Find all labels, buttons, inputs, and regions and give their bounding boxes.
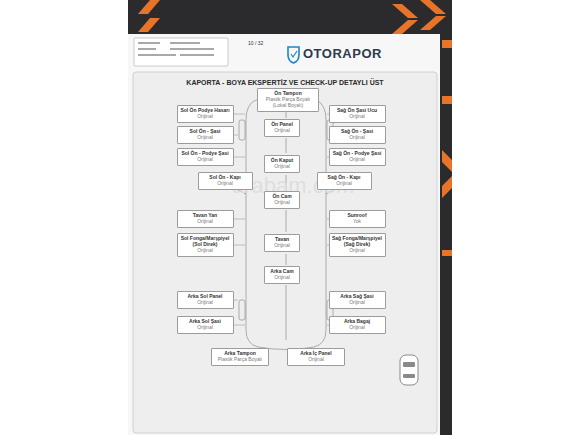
part-box: Arka Sol ŞasiOrijinal [177, 316, 234, 334]
part-status: Orijinal [180, 325, 231, 331]
part-status: Orijinal [332, 325, 383, 331]
part-box: Sağ Ön Şasi UcuOrijinal [329, 105, 386, 123]
car-outline [238, 95, 334, 350]
part-status: Orijinal [180, 135, 231, 141]
report-title: KAPORTA - BOYA EKSPERTİZ VE CHECK-UP DET… [186, 79, 383, 86]
part-status: Orijinal [180, 248, 231, 254]
photo-ground [128, 0, 452, 435]
logo-icon [288, 47, 299, 63]
part-box: Sol Ön - KapıOrijinal [198, 172, 253, 190]
part-box: TavanOrijinal [264, 234, 300, 252]
part-box: Arka CamOrijinal [264, 266, 300, 284]
part-box: Ön TamponPlastik Parça Boyalı (Lokal Boy… [257, 88, 319, 111]
header-label-box [134, 38, 228, 66]
part-box: Ön PanelOrijinal [264, 119, 300, 137]
part-box: Sol Fonga/Marşpiyel (Sol Direk)Orijinal [177, 233, 234, 256]
part-box: Sağ Fonga/Marşpiyel (Sağ Direk)Orijinal [329, 233, 386, 256]
part-status: Orijinal [267, 275, 297, 281]
part-name: Sol Fonga/Marşpiyel (Sol Direk) [180, 236, 231, 248]
part-status: Orijinal [267, 128, 297, 134]
page-number: 10 / 32 [248, 41, 263, 47]
part-box: Sağ Ön - Podye ŞasiOrijinal [329, 148, 386, 166]
part-status: Orijinal [201, 181, 250, 187]
part-box: Arka İç PanelOrijinal [287, 348, 345, 366]
report-card [133, 72, 437, 433]
part-status: Orijinal [180, 219, 231, 225]
part-status: Orijinal [180, 300, 231, 306]
part-status: Orijinal [267, 164, 297, 170]
part-status: Orijinal [290, 357, 342, 363]
part-box: Sol Ön - ŞasiOrijinal [177, 126, 234, 144]
part-box: Sol Ön - Podye ŞasiOrijinal [177, 148, 234, 166]
part-status: Orijinal [180, 114, 231, 120]
part-box: Ön KaputOrijinal [264, 155, 300, 173]
part-status: Orijinal [332, 135, 383, 141]
part-status: Orijinal [320, 181, 369, 187]
part-box: Arka TamponPlastik Parça Boyalı [211, 348, 269, 366]
part-status: Orijinal [332, 248, 383, 254]
part-box: Tavan YanOrijinal [177, 210, 234, 228]
part-box: Arka Sağ ŞasiOrijinal [329, 291, 386, 309]
part-status: Orijinal [267, 200, 297, 206]
car-icon [400, 355, 418, 385]
part-box: SunroofYok [329, 210, 386, 228]
part-status: Plastik Parça Boyalı (Lokal Boyalı) [260, 97, 316, 109]
part-box: Sağ Ön - ŞasiOrijinal [329, 126, 386, 144]
part-box: Sağ Ön - KapıOrijinal [317, 172, 372, 190]
part-box: Arka Sol PanelOrijinal [177, 291, 234, 309]
header-label-lines [138, 42, 214, 56]
part-name: Sağ Fonga/Marşpiyel (Sağ Direk) [332, 236, 383, 248]
part-box: Arka BagajOrijinal [329, 316, 386, 334]
part-status: Orijinal [332, 114, 383, 120]
part-status: Plastik Parça Boyalı [214, 357, 266, 363]
part-status: Orijinal [267, 243, 297, 249]
paper-sheet [128, 34, 440, 435]
part-status: Yok [332, 219, 383, 225]
part-status: Orijinal [332, 157, 383, 163]
leader-lines [234, 114, 338, 325]
part-box: Ön CamOrijinal [264, 191, 300, 209]
part-status: Orijinal [180, 157, 231, 163]
part-box: Sol Ön Podye HasarıOrijinal [177, 105, 234, 123]
part-status: Orijinal [332, 300, 383, 306]
logo-text: OTORAPOR [303, 47, 382, 61]
